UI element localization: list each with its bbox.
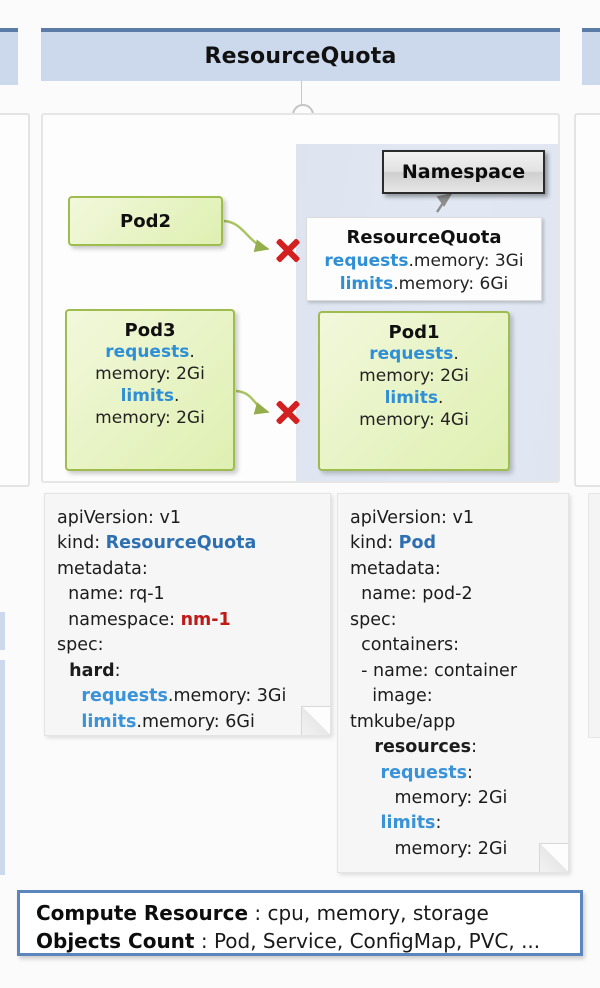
rejected-x-icon-pod3 [271,395,305,429]
resourcequota-card: ResourceQuota requests.memory: 3Gi limit… [306,217,542,301]
summary-row-objects-count: Objects Count : Pod, Service, ConfigMap,… [36,929,541,954]
rejected-x-icon-pod2 [271,233,305,267]
summary-row-compute-resource: Compute Resource : cpu, memory, storage [36,901,489,925]
yaml-pod-line11: requests: [350,762,473,783]
resourcequota-card-limits: limits.memory: 6Gi [339,273,509,294]
resourcequota-card-requests: requests.memory: 3Gi [324,251,524,272]
yaml-rq-line8: requests.memory: 3Gi [57,686,287,707]
page-title: ResourceQuota [204,44,397,69]
yaml-pod-line6: containers: [350,635,460,656]
neighbor-slide-right-header [582,28,600,85]
neighbor-slide-right-panel [574,113,600,487]
yaml-pod-line1: apiVersion: v1 [350,508,474,528]
yaml-pod-line7: - name: container [350,660,518,681]
yaml-rq-line5: namespace: nm-1 [57,609,231,630]
yaml-rq-line4: name: rq-1 [57,584,165,605]
yaml-rq-line7: hard: [57,660,121,681]
yaml-pod-line12: memory: 2Gi [350,787,508,808]
yaml-pod-line3: metadata: [350,558,441,579]
yaml-pod-line8: image: [350,686,433,707]
pod3-title: Pod3 [124,320,176,341]
pod1-box: Pod1 requests. memory: 2Gi limits. memor… [318,311,510,471]
yaml-note-resourcequota: apiVersion: v1 kind: ResourceQuota metad… [44,493,331,736]
yaml-pod-line13: limits: [350,813,442,834]
note-fold-corner-icon [301,706,330,735]
note-fold-corner-icon [539,843,568,872]
slide-title-bar: ResourceQuota [41,28,560,81]
pod3-requests-key: requests. [105,342,195,362]
namespace-label-text: Namespace [401,161,526,183]
yaml-rq-line6: spec: [57,635,104,656]
yaml-rq-line2: kind: ResourceQuota [57,533,257,554]
connector-line [301,81,302,107]
pod3-limits-key: limits. [120,386,180,407]
neighbor-slide-left-card-lower [0,660,5,875]
neighbor-slide-right-note [588,493,600,738]
pod2-box: Pod2 [68,196,223,246]
pod1-title: Pod1 [388,322,440,343]
yaml-pod-line4: name: pod-2 [350,584,473,605]
yaml-pod-line5: spec: [350,609,397,630]
pod3-box: Pod3 requests. memory: 2Gi limits. memor… [65,309,235,471]
pod1-limits-key: limits. [384,388,444,409]
neighbor-slide-left-panel [0,113,30,487]
pod3-limits-memory: memory: 2Gi [95,408,205,429]
neighbor-slide-left-header [0,28,18,85]
pod2-title: Pod2 [120,210,171,232]
yaml-pod-line9: tmkube/app [350,711,456,732]
summary-box: Compute Resource : cpu, memory, storage … [17,890,583,956]
pod1-limits-memory: memory: 4Gi [359,410,469,431]
resourcequota-card-title: ResourceQuota [346,226,502,248]
yaml-pod-line2: kind: Pod [350,533,437,554]
neighbor-slide-left-card-upper [0,612,5,650]
yaml-rq-line3: metadata: [57,558,148,579]
yaml-pod-line14: memory: 2Gi [350,838,508,859]
yaml-pod-line10: resources: [350,737,477,758]
yaml-rq-line9: limits.memory: 6Gi [57,711,255,732]
pod3-requests-memory: memory: 2Gi [95,364,205,385]
yaml-note-pod: apiVersion: v1 kind: Pod metadata: name:… [337,493,569,873]
pod1-requests-memory: memory: 2Gi [359,366,469,387]
namespace-label: Namespace [382,150,545,194]
pod1-requests-key: requests. [369,344,459,364]
yaml-rq-line1: apiVersion: v1 [57,508,181,528]
